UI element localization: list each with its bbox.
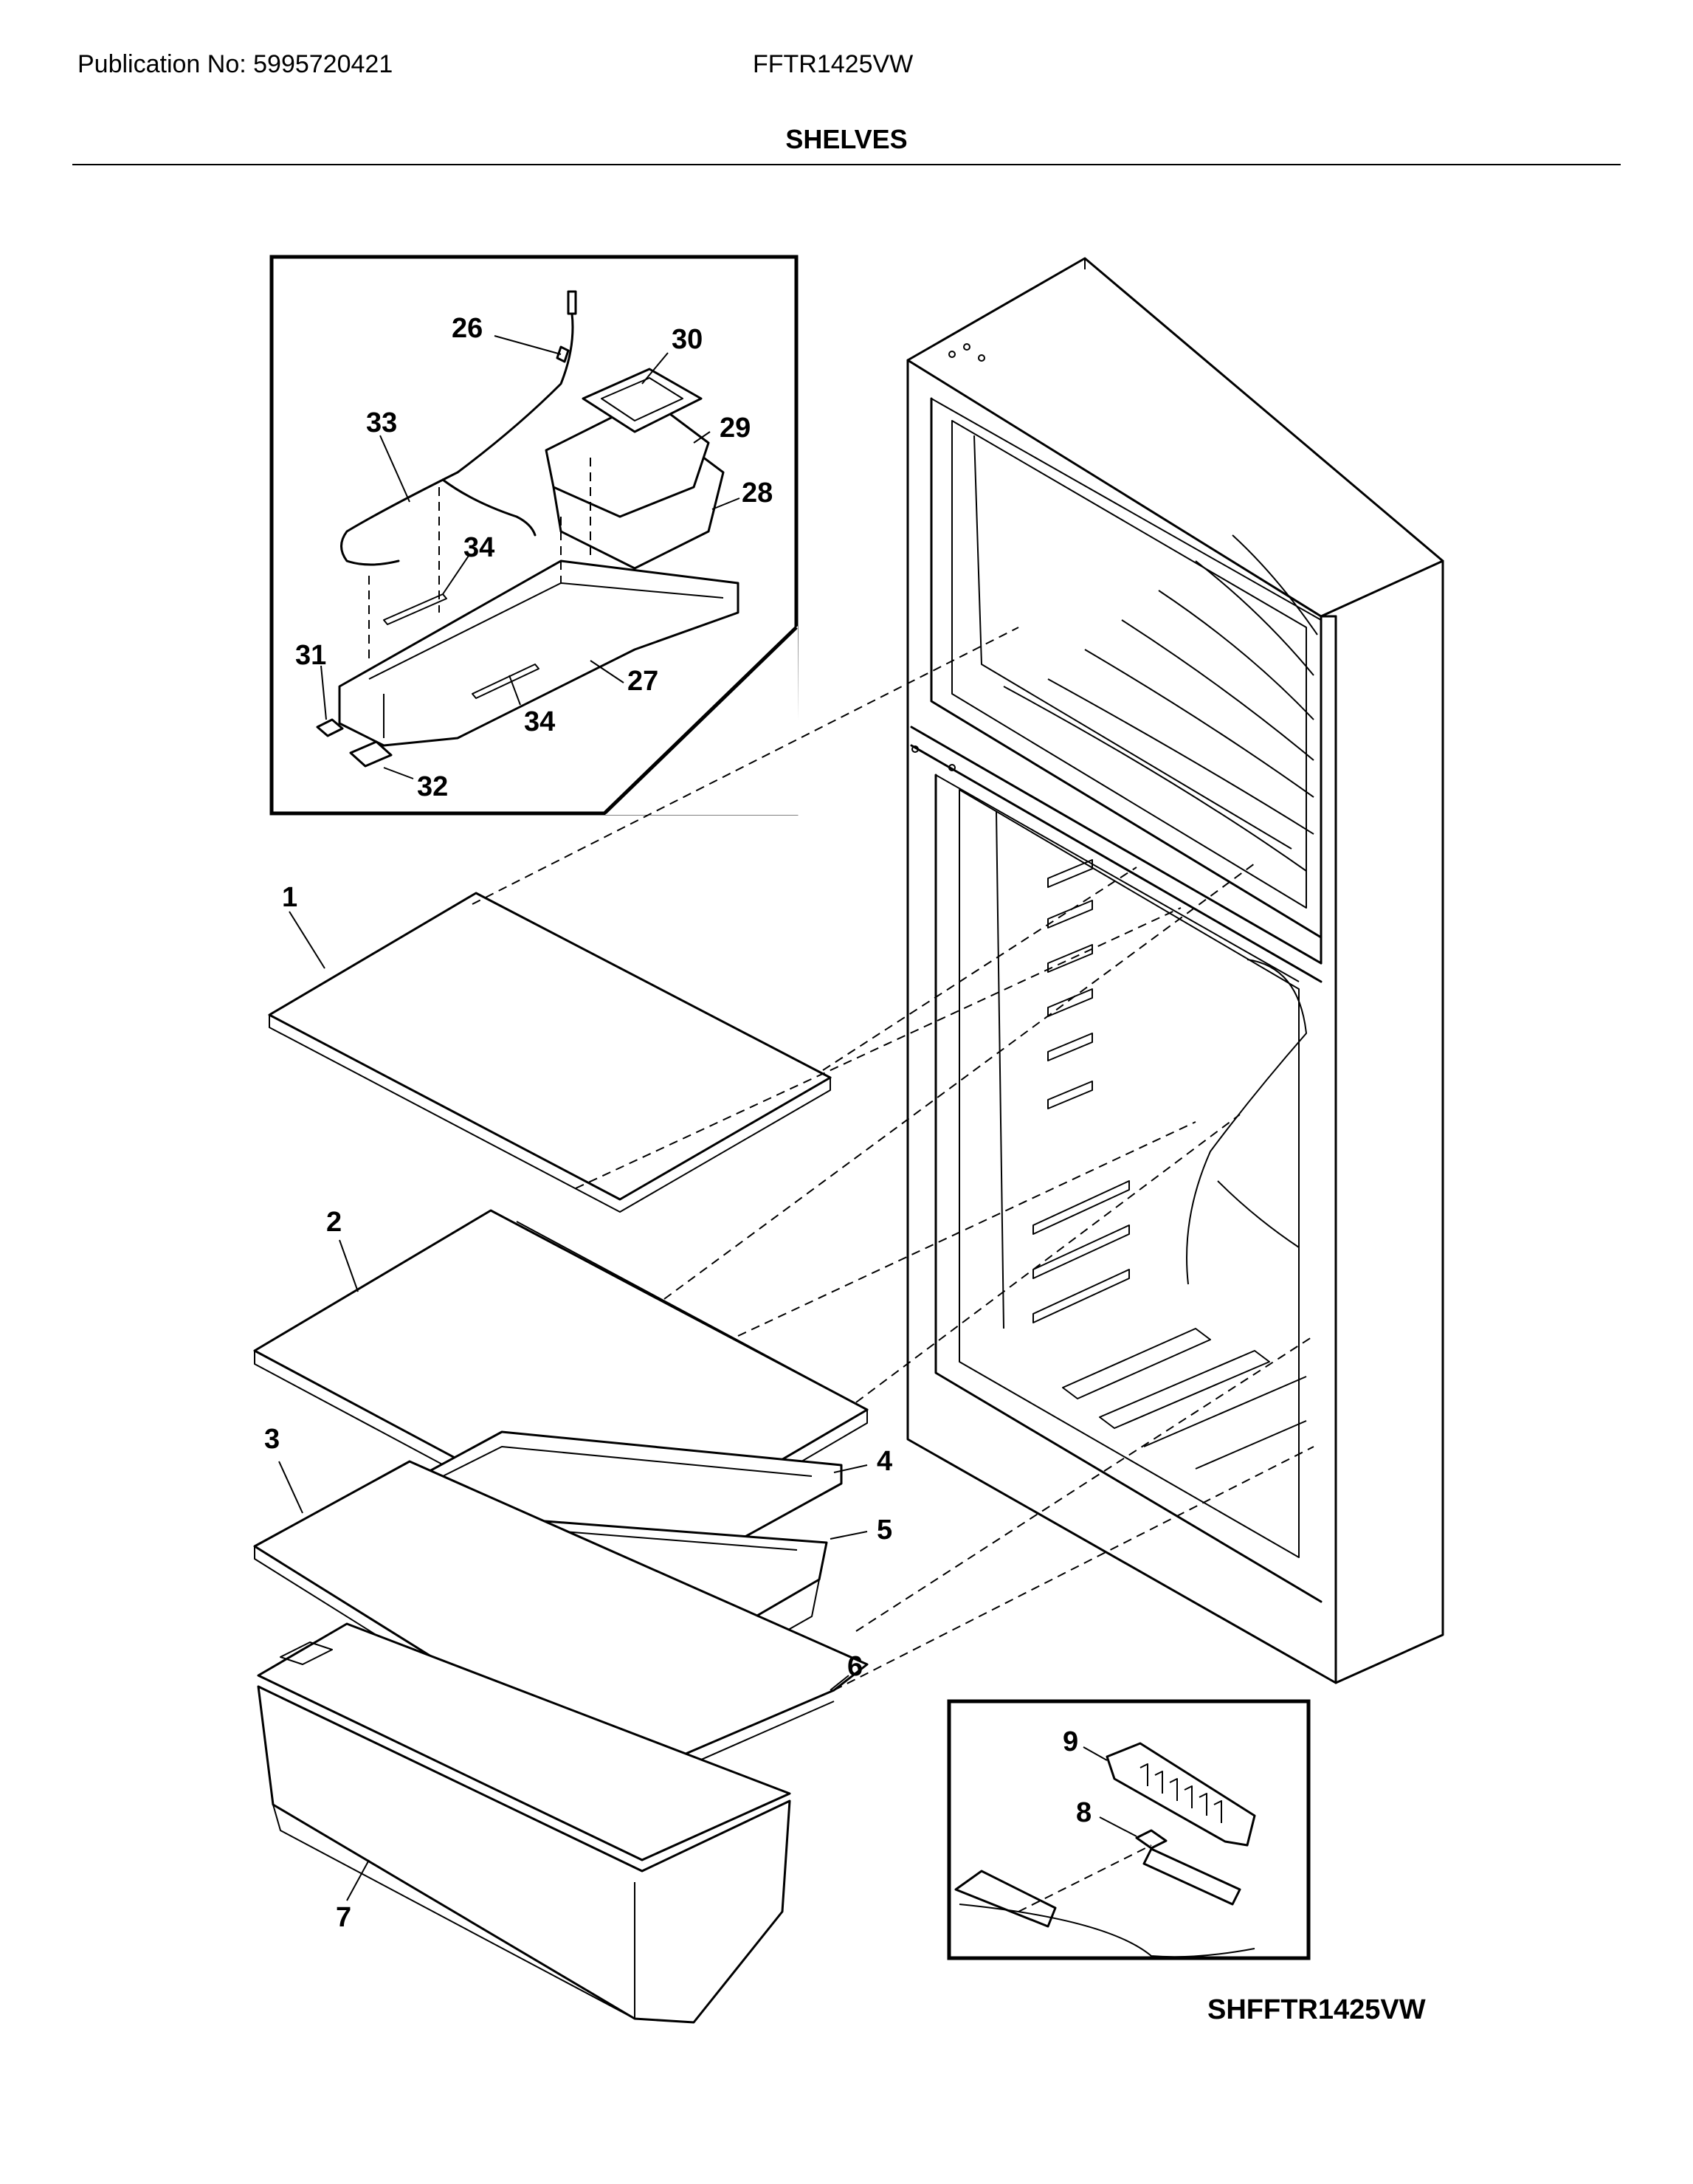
inset-frame-top (269, 255, 799, 816)
model-number: FFTR1425VW (753, 50, 914, 78)
callout-5: 5 (877, 1515, 892, 1546)
callout-8: 8 (1076, 1797, 1092, 1828)
callout-27: 27 (627, 666, 658, 697)
inset-frame-bottom (947, 1699, 1311, 1960)
callout-9: 9 (1063, 1726, 1078, 1757)
callout-6: 6 (847, 1651, 863, 1682)
callout-33: 33 (366, 407, 397, 438)
callout-26: 26 (452, 313, 483, 344)
crisper-drawer-7 (257, 1622, 791, 2024)
callout-28: 28 (742, 478, 773, 509)
callout-1: 1 (282, 882, 297, 913)
control-housing-inset: 26 30 33 29 28 34 31 27 34 32 (269, 255, 799, 816)
header-divider (72, 164, 1621, 165)
section-title: SHELVES (785, 124, 908, 154)
shelf-1 (268, 892, 832, 1213)
callout-4: 4 (877, 1446, 892, 1477)
callout-7: 7 (336, 1902, 351, 1933)
callout-30: 30 (672, 324, 703, 355)
callout-31: 31 (295, 640, 326, 671)
humidity-control-inset: 9 8 (947, 1699, 1311, 1960)
callout-34-lower: 34 (524, 706, 555, 737)
callout-29: 29 (720, 413, 751, 444)
callout-32: 32 (417, 771, 448, 802)
diagram-code: SHFFTR1425VW (1207, 1994, 1426, 2025)
callout-3: 3 (264, 1424, 280, 1455)
callout-2: 2 (326, 1207, 342, 1238)
callout-34-upper: 34 (463, 532, 494, 563)
publication-number: Publication No: 5995720421 (77, 50, 393, 78)
refrigerator-cabinet (906, 257, 1444, 1684)
